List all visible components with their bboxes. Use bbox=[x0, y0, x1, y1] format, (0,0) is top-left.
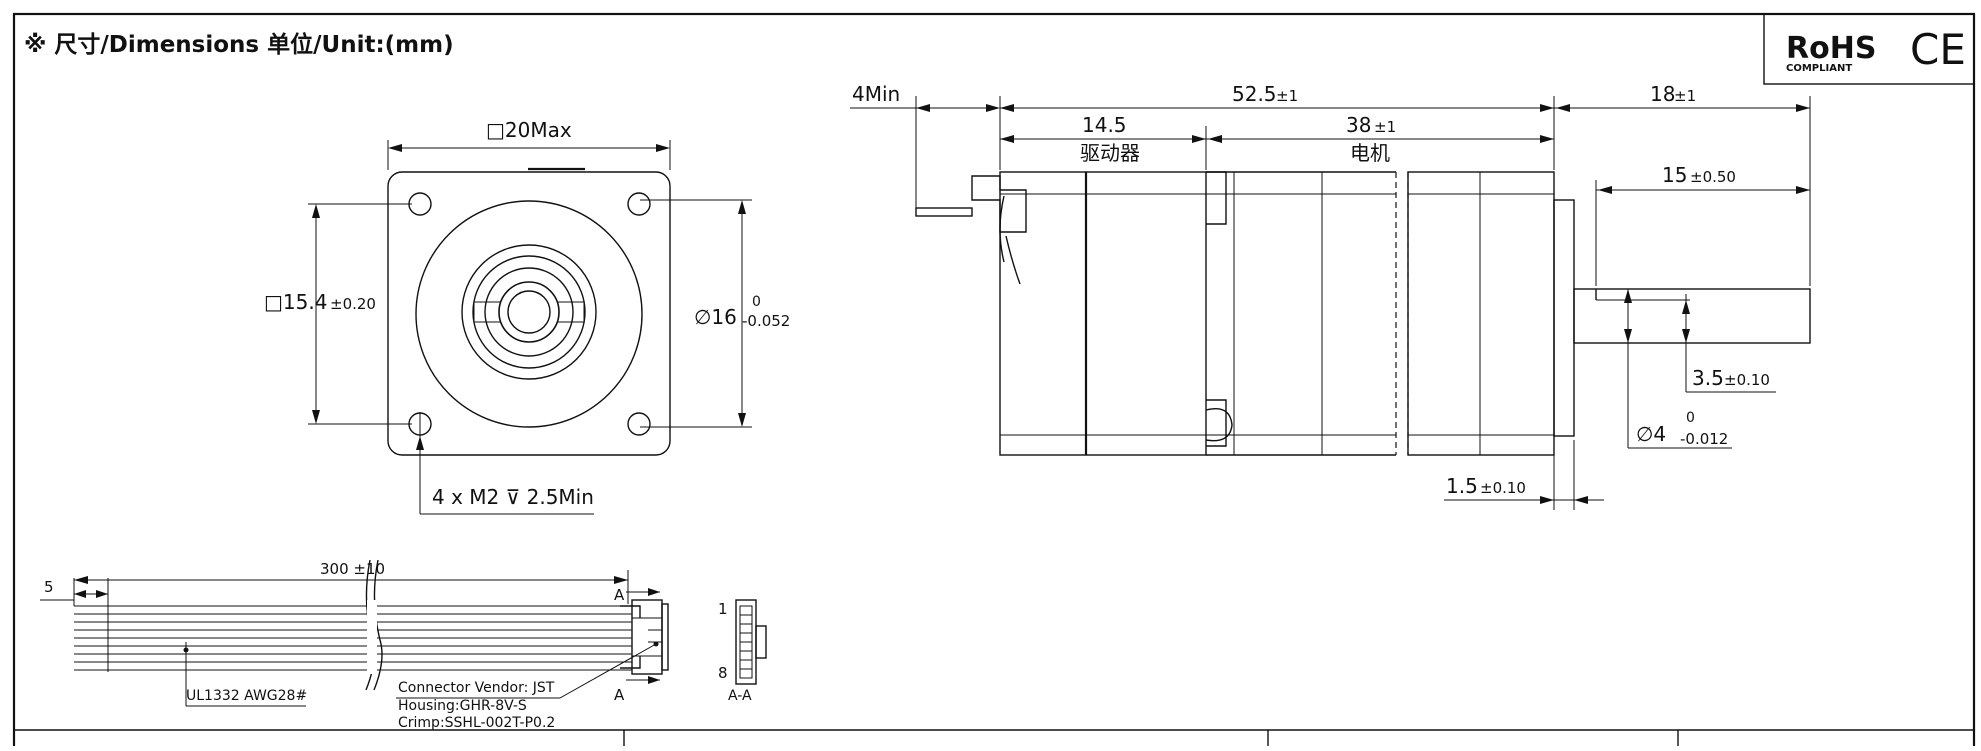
dim-4-tol-lower: -0.012 bbox=[1680, 430, 1728, 448]
dim-18: 18 bbox=[1650, 82, 1675, 106]
screw-note: 4 x M2 ⊽ 2.5Min bbox=[432, 485, 594, 509]
dim-5: 5 bbox=[44, 578, 54, 596]
dim-20max: □20Max bbox=[486, 118, 572, 142]
dim-18-tol: ±1 bbox=[1674, 87, 1696, 105]
dim-3-5-tol: ±0.10 bbox=[1724, 371, 1770, 389]
dim-16: ∅16 bbox=[694, 305, 737, 329]
pilot-boss bbox=[415, 200, 643, 428]
dim-15-tol: ±0.50 bbox=[1690, 168, 1736, 186]
driver-section bbox=[999, 171, 1207, 456]
front-view: □20Max □15.4 ±0.20 ∅16 0 -0.052 4 x M2 ⊽… bbox=[264, 118, 790, 515]
pin-8-label: 8 bbox=[718, 664, 728, 682]
certification-box: RoHS COMPLIANT CE bbox=[1763, 13, 1975, 85]
output-shaft bbox=[1573, 288, 1811, 344]
section-mark-bottom: A bbox=[614, 686, 625, 704]
joint-clip bbox=[1206, 171, 1227, 225]
side-view: 4Min 52.5 ±1 18 ±1 14.5 驱动器 38 ±1 电机 15 … bbox=[850, 82, 1811, 510]
dim-15: 15 bbox=[1662, 163, 1687, 187]
pilot-boss-side bbox=[1553, 199, 1575, 437]
flange-outline bbox=[387, 171, 671, 456]
section-aa-label: A-A bbox=[728, 688, 752, 704]
joint-clip bbox=[1206, 399, 1227, 447]
dim-16-tol-upper: 0 bbox=[752, 294, 761, 310]
ce-mark: CE bbox=[1910, 25, 1966, 74]
dim-1-5: 1.5 bbox=[1446, 474, 1478, 498]
mount-hole bbox=[627, 192, 651, 216]
dim-4-tol-upper: 0 bbox=[1686, 410, 1695, 426]
dim-38: 38 bbox=[1346, 113, 1371, 137]
dim-4: ∅4 bbox=[1636, 422, 1666, 446]
connector-housing: Housing:GHR-8V-S bbox=[398, 698, 527, 714]
shaft-end bbox=[507, 290, 551, 334]
dim-52-5-tol: ±1 bbox=[1276, 87, 1298, 105]
dim-15-4-tol: ±0.20 bbox=[330, 295, 376, 313]
dim-14-5: 14.5 bbox=[1082, 113, 1127, 137]
dim-4min: 4Min bbox=[852, 82, 900, 106]
dim-52-5: 52.5 bbox=[1232, 82, 1277, 106]
pin-1-label: 1 bbox=[718, 600, 728, 618]
rear-connector bbox=[971, 175, 1027, 233]
dim-1-5-tol: ±0.10 bbox=[1480, 479, 1526, 497]
cable-view: A A 5 300 ±10 UL1332 AWG28# Connector Ve… bbox=[40, 559, 767, 731]
dim-38-tol: ±1 bbox=[1374, 118, 1396, 136]
dim-3-5: 3.5 bbox=[1692, 366, 1724, 390]
connector-crimp: Crimp:SSHL-002T-P0.2 bbox=[398, 715, 555, 731]
rear-connector-pins bbox=[915, 207, 973, 217]
connector-vendor: Connector Vendor: JST bbox=[398, 680, 555, 696]
mount-hole bbox=[627, 412, 651, 436]
bearing-ring bbox=[484, 267, 574, 357]
rohs-compliant-text: COMPLIANT bbox=[1786, 63, 1852, 74]
wire-spec: UL1332 AWG28# bbox=[186, 688, 307, 704]
dim-16-tol-lower: -0.052 bbox=[742, 312, 790, 330]
bearing-ring bbox=[472, 255, 586, 369]
dim-15-4: □15.4 bbox=[264, 290, 327, 314]
section-mark-top: A bbox=[614, 586, 625, 604]
label-motor: 电机 bbox=[1350, 141, 1390, 165]
dim-300: 300 ±10 bbox=[320, 560, 385, 578]
cable-connector bbox=[631, 599, 663, 675]
drawing-frame bbox=[12, 12, 1976, 751]
page-title: ※ 尺寸/Dimensions 单位/Unit:(mm) bbox=[24, 31, 454, 58]
bearing-outer bbox=[461, 244, 597, 380]
cable-break-mark bbox=[373, 559, 383, 691]
rohs-logo: RoHS bbox=[1786, 31, 1876, 66]
label-driver: 驱动器 bbox=[1080, 141, 1140, 165]
mount-hole bbox=[408, 192, 432, 216]
motor-end-cap bbox=[1407, 171, 1555, 456]
